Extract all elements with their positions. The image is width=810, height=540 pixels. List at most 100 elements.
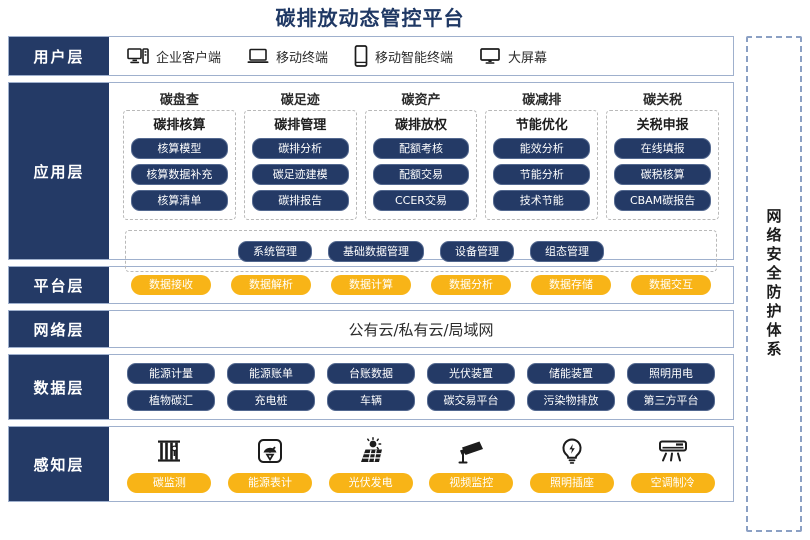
data-source-chip[interactable]: 第三方平台	[627, 390, 715, 411]
layer-body-perception: 碳监测 能源表计	[109, 427, 733, 501]
app-group-box: 节能优化 能效分析 节能分析 技术节能	[485, 110, 599, 220]
app-group-subtitle: 碳排管理	[274, 118, 327, 133]
app-group-subtitle: 节能优化	[515, 118, 568, 133]
app-chip[interactable]: 核算清单	[131, 190, 228, 211]
perception-device-label: 照明插座	[529, 472, 614, 493]
perception-device-cctv[interactable]: 视频监控	[429, 436, 514, 493]
common-module-chip[interactable]: 组态管理	[530, 240, 604, 262]
user-terminal-label: 移动智能终端	[375, 50, 454, 66]
perception-device-label: 视频监控	[429, 472, 514, 493]
application-group-list: 碳盘查 碳排核算 核算模型 核算数据补充 核算清单 碳足迹 碳排管理 碳排分析	[117, 91, 725, 220]
platform-capability-pill[interactable]: 数据存储	[531, 275, 611, 295]
user-terminal-label: 大屏幕	[508, 50, 548, 66]
common-module-chip[interactable]: 基础数据管理	[328, 240, 424, 262]
app-chip[interactable]: 碳足迹建模	[251, 164, 349, 185]
perception-device-label: 碳监测	[127, 472, 212, 493]
app-group-carbon-footprint: 碳足迹 碳排管理 碳排分析 碳足迹建模 碳排报告	[243, 91, 357, 220]
perception-device-label: 空调制冷	[630, 472, 715, 493]
app-chip[interactable]: CCER交易	[372, 190, 470, 211]
platform-capability-pill[interactable]: 数据接收	[131, 275, 211, 295]
layer-row-data: 数据层 能源计量 能源账单 台账数据 光伏装置 储能装置 照明用电 植物碳汇 充…	[8, 354, 734, 420]
data-source-chip[interactable]: 污染物排放	[527, 390, 615, 411]
perception-device-list: 碳监测 能源表计	[109, 427, 733, 501]
data-source-chip[interactable]: 能源计量	[127, 363, 215, 384]
layer-label-application: 应用层	[9, 83, 109, 259]
perception-device-hvac[interactable]: 空调制冷	[630, 436, 715, 493]
data-source-chip[interactable]: 光伏装置	[427, 363, 515, 384]
data-source-chip[interactable]: 储能装置	[527, 363, 615, 384]
platform-capability-pill[interactable]: 数据交互	[631, 275, 711, 295]
user-terminal-mobile[interactable]: 移动终端	[247, 47, 328, 66]
page-title: 碳排放动态管控平台	[275, 6, 465, 30]
data-source-chip[interactable]: 碳交易平台	[427, 390, 515, 411]
laptop-icon	[247, 47, 269, 65]
data-source-grid: 能源计量 能源账单 台账数据 光伏装置 储能装置 照明用电 植物碳汇 充电桩 车…	[109, 355, 733, 419]
data-source-chip[interactable]: 植物碳汇	[127, 390, 215, 411]
app-chip[interactable]: CBAM碳报告	[614, 190, 711, 211]
layer-label-data: 数据层	[9, 355, 109, 419]
app-group-subtitle: 碳排核算	[153, 118, 206, 133]
perception-device-solar[interactable]: 光伏发电	[328, 436, 413, 493]
common-module-chip[interactable]: 系统管理	[238, 240, 312, 262]
layer-body-platform: 数据接收 数据解析 数据计算 数据分析 数据存储 数据交互	[109, 267, 733, 303]
layer-body-user: 企业客户端 移动终端	[109, 37, 733, 75]
app-group-head: 碳盘查	[159, 93, 199, 108]
app-group-carbon-inventory: 碳盘查 碳排核算 核算模型 核算数据补充 核算清单	[123, 91, 236, 220]
platform-capability-list: 数据接收 数据解析 数据计算 数据分析 数据存储 数据交互	[109, 267, 733, 303]
app-chip[interactable]: 配额考核	[372, 138, 470, 159]
layer-row-user: 用户层	[8, 36, 734, 76]
user-terminal-smart-mobile[interactable]: 移动智能终端	[354, 45, 453, 67]
app-group-carbon-reduction: 碳减排 节能优化 能效分析 节能分析 技术节能	[485, 91, 599, 220]
perception-device-lighting[interactable]: 照明插座	[529, 436, 614, 493]
data-source-chip[interactable]: 能源账单	[227, 363, 315, 384]
security-system-label: 网络安全防护体系	[764, 208, 783, 360]
user-terminal-label: 企业客户端	[156, 50, 222, 66]
app-chip[interactable]: 碳税核算	[614, 164, 711, 185]
platform-capability-pill[interactable]: 数据计算	[331, 275, 411, 295]
cctv-camera-icon	[456, 436, 486, 466]
desktop-tower-icon	[127, 47, 149, 65]
app-group-subtitle: 关税申报	[636, 118, 689, 133]
data-source-row: 能源计量 能源账单 台账数据 光伏装置 储能装置 照明用电	[121, 363, 721, 384]
app-chip[interactable]: 在线填报	[614, 138, 711, 159]
app-chip[interactable]: 技术节能	[493, 190, 591, 211]
perception-device-label: 光伏发电	[328, 472, 413, 493]
app-chip[interactable]: 配额交易	[372, 164, 470, 185]
smartphone-icon	[354, 45, 368, 67]
data-source-chip[interactable]: 照明用电	[627, 363, 715, 384]
app-chip[interactable]: 核算数据补充	[131, 164, 228, 185]
app-chip[interactable]: 能效分析	[493, 138, 591, 159]
user-terminal-big-screen[interactable]: 大屏幕	[479, 47, 547, 66]
app-group-box: 碳排管理 碳排分析 碳足迹建模 碳排报告	[243, 110, 357, 220]
layer-label-platform: 平台层	[9, 267, 109, 303]
application-common-module-box: 系统管理 基础数据管理 设备管理 组态管理	[125, 230, 717, 272]
user-terminal-enterprise-client[interactable]: 企业客户端	[127, 47, 221, 66]
app-chip[interactable]: 核算模型	[131, 138, 228, 159]
platform-capability-pill[interactable]: 数据解析	[231, 275, 311, 295]
platform-capability-pill[interactable]: 数据分析	[431, 275, 511, 295]
app-group-head: 碳资产	[401, 93, 441, 108]
data-source-chip[interactable]: 充电桩	[227, 390, 315, 411]
perception-device-energy-meter[interactable]: 能源表计	[227, 436, 312, 493]
data-source-chip[interactable]: 台账数据	[327, 363, 415, 384]
app-chip[interactable]: 碳排分析	[251, 138, 349, 159]
monitor-icon	[479, 47, 501, 65]
user-terminal-list: 企业客户端 移动终端	[109, 37, 733, 75]
app-group-carbon-asset: 碳资产 碳排放权 配额考核 配额交易 CCER交易	[364, 91, 478, 220]
security-system-column: 网络安全防护体系	[746, 36, 802, 532]
common-module-chip[interactable]: 设备管理	[440, 240, 514, 262]
carbon-sensor-icon	[155, 436, 183, 466]
layer-row-platform: 平台层 数据接收 数据解析 数据计算 数据分析 数据存储 数据交互	[8, 266, 734, 304]
layer-row-network: 网络层 公有云/私有云/局域网	[8, 310, 734, 348]
app-chip[interactable]: 碳排报告	[251, 190, 349, 211]
layer-stack: 用户层	[8, 36, 734, 508]
solar-panel-icon	[356, 436, 386, 466]
app-group-head: 碳关税	[643, 93, 683, 108]
perception-device-carbon-monitor[interactable]: 碳监测	[127, 436, 212, 493]
data-source-chip[interactable]: 车辆	[327, 390, 415, 411]
energy-meter-icon	[256, 436, 284, 466]
layer-label-user: 用户层	[9, 37, 109, 75]
app-group-box: 碳排核算 核算模型 核算数据补充 核算清单	[123, 110, 236, 220]
app-chip[interactable]: 节能分析	[493, 164, 591, 185]
